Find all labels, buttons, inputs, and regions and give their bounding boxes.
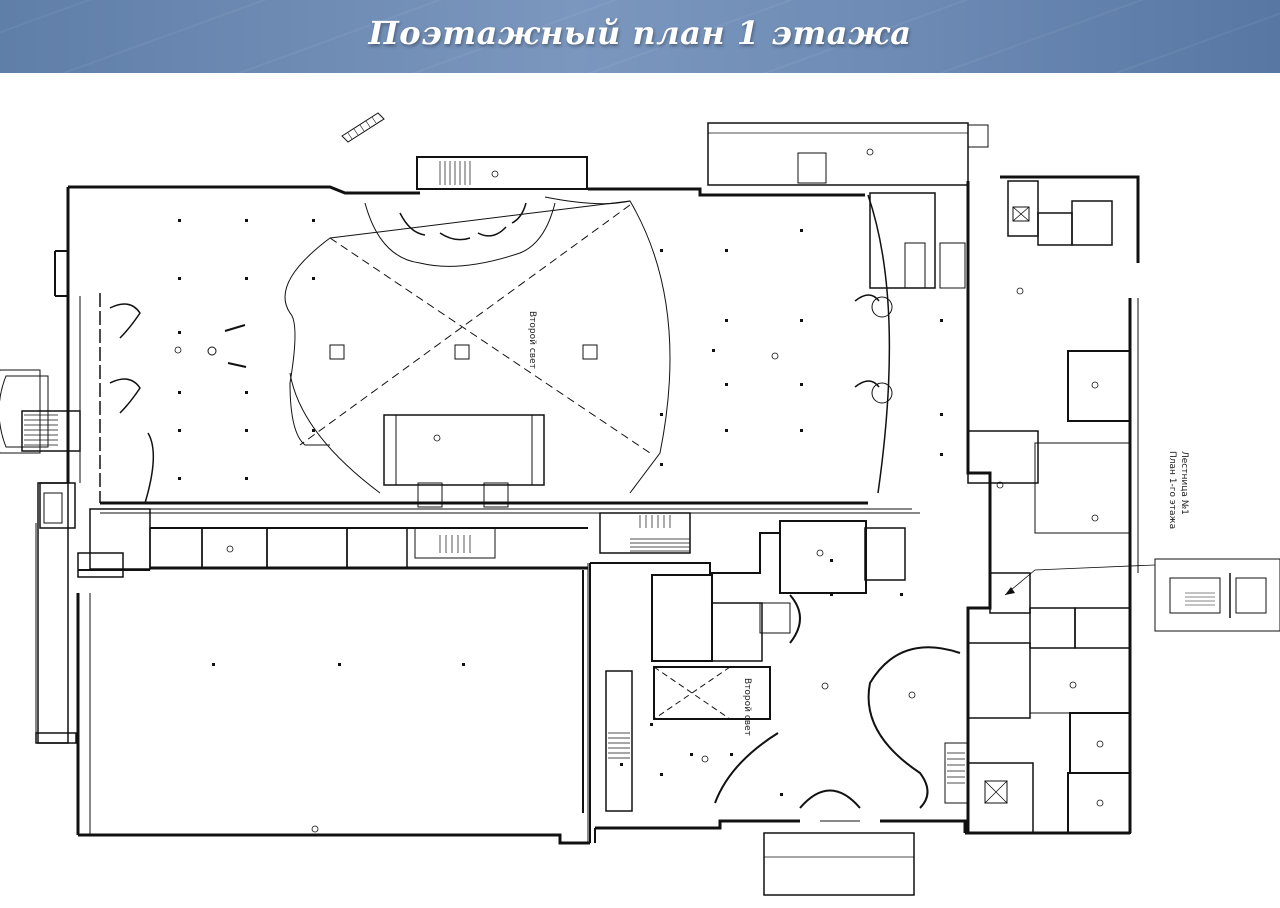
corridor-band: [40, 483, 920, 577]
title-banner: Поэтажный план 1 этажа: [0, 0, 1280, 73]
void-label: Второй свет: [742, 678, 752, 736]
left-wing-walls: [55, 187, 865, 843]
grand-hall: [100, 195, 912, 509]
callout-title: Лестница №1: [1179, 451, 1189, 515]
room-tags: [175, 149, 1103, 832]
column-dots: [178, 219, 943, 796]
callout-subtitle: План 1-го этажа: [1167, 451, 1177, 529]
floor-plan: Второй свет: [0, 73, 1280, 908]
east-wing: [870, 177, 1138, 833]
stair-callout: [1005, 559, 1280, 631]
atrium-label: Второй свет: [527, 311, 537, 369]
north-annex: [342, 113, 988, 189]
page-title: Поэтажный план 1 этажа: [368, 14, 912, 52]
west-porch: [0, 370, 80, 743]
south-lobby: Второй свет: [590, 521, 965, 895]
